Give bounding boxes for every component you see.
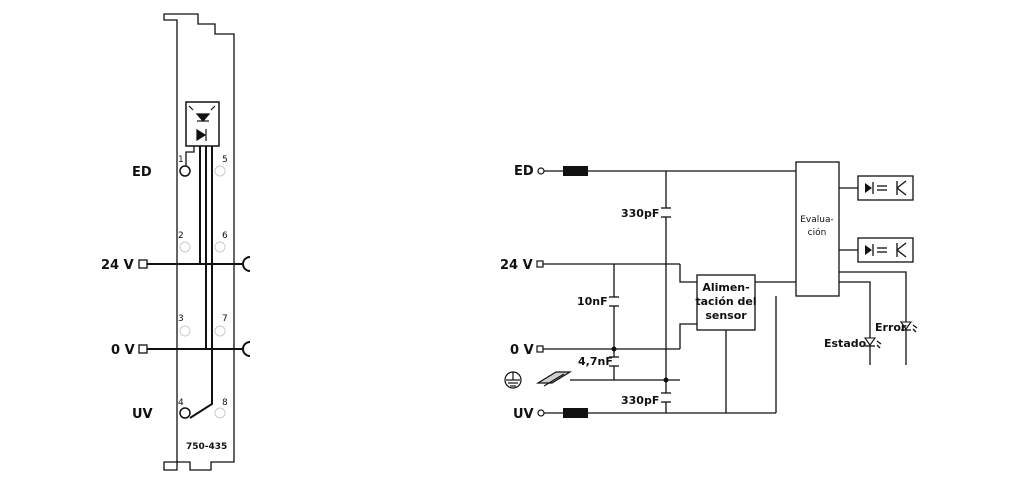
terminal-number: 8	[222, 398, 228, 408]
input-uv-terminal	[537, 409, 545, 417]
terminal-number: 2	[178, 231, 184, 241]
supply-text-2: tación del	[695, 295, 756, 308]
error-led-icon	[899, 321, 918, 333]
wire-ed	[185, 146, 195, 168]
evaluation-block	[795, 161, 840, 297]
eval-text-2: ción	[808, 227, 827, 238]
eval-text-1: Evalua-	[800, 215, 834, 225]
input-24v-terminal	[536, 260, 544, 268]
din-rail-icon	[535, 371, 573, 387]
terminal-uv	[179, 407, 191, 419]
ed-resistor	[563, 166, 588, 176]
label-24v: 24 V	[101, 258, 134, 273]
cap-label-330pf-top: 330pF	[621, 207, 659, 220]
terminal-number: 6	[222, 231, 228, 241]
terminal-number: 5	[222, 155, 228, 165]
module-housing	[163, 13, 235, 471]
terminal-ed	[179, 165, 191, 177]
cap-label-330pf-bottom: 330pF	[621, 394, 659, 407]
input-ed-terminal	[537, 167, 545, 175]
supply-text-3: sensor	[705, 309, 747, 322]
status-led-label: Estado	[824, 337, 867, 350]
cap-label-4n7f: 4,7nF	[578, 355, 613, 368]
earth-ground-icon	[504, 371, 522, 389]
capacitor-4n7f	[609, 356, 619, 367]
optocoupler-1	[857, 175, 914, 201]
rail-0v-clip	[242, 341, 251, 357]
optocoupler-icon	[188, 105, 216, 142]
terminal-number: 1	[178, 155, 184, 165]
status-led-icon	[863, 337, 882, 349]
supply-text-1: Alimen-	[702, 281, 749, 294]
part-number: 750-435	[186, 442, 227, 452]
module-front-view: 1 2 3 4 5 6 7 8 ED 24 V 0 V UV 750-435	[101, 13, 251, 471]
junction	[611, 346, 617, 352]
terminal-6	[214, 241, 226, 253]
terminal-7	[214, 325, 226, 337]
rail-0v-contact	[138, 344, 148, 354]
capacitor-330pf-bottom	[661, 392, 671, 403]
terminal-8	[214, 407, 226, 419]
cap-label-10nf: 10nF	[577, 295, 608, 308]
rail-24v-clip	[242, 256, 251, 272]
capacitor-10nf	[609, 296, 619, 307]
label-0v: 0 V	[111, 343, 135, 358]
terminal-number: 3	[178, 314, 184, 324]
schem-label-uv: UV	[513, 407, 534, 422]
input-0v-terminal	[536, 345, 544, 353]
label-ed: ED	[132, 165, 152, 180]
schem-label-0v: 0 V	[510, 343, 534, 358]
sensor-supply-block	[696, 274, 756, 331]
uv-resistor	[563, 408, 588, 418]
terminal-number: 7	[222, 314, 228, 324]
terminal-2	[179, 241, 191, 253]
rail-24v-contact	[138, 259, 148, 269]
terminal-3	[179, 325, 191, 337]
schematic: ED 24 V 0 V UV	[500, 161, 918, 422]
optocoupler-2	[857, 237, 914, 263]
terminal-number: 4	[178, 398, 184, 408]
schem-label-ed: ED	[514, 164, 534, 179]
schem-label-24v: 24 V	[500, 258, 533, 273]
terminal-5	[214, 165, 226, 177]
capacitor-330pf-top	[661, 207, 671, 218]
wire-uv	[189, 146, 213, 419]
error-led-label: Error	[875, 321, 907, 334]
label-uv: UV	[132, 407, 153, 422]
